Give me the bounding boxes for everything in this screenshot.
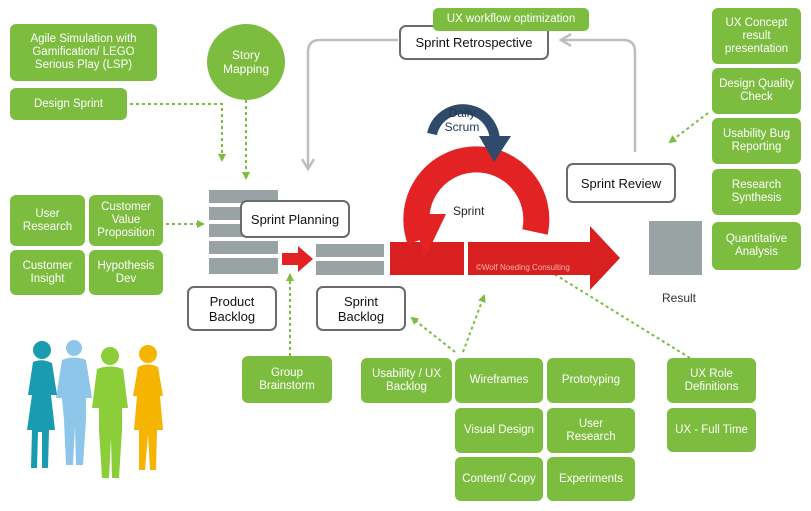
ux-full-time: UX - Full Time	[667, 408, 756, 452]
quantitative-analysis: Quantitative Analysis	[712, 222, 801, 270]
content-copy: Content/ Copy	[455, 457, 543, 501]
user-research-2: User Research	[547, 408, 635, 453]
result-box	[649, 221, 702, 275]
design-quality-check: Design Quality Check	[712, 68, 801, 114]
sprint-cycle	[403, 146, 550, 258]
usability-bug-reporting: Usability Bug Reporting	[712, 118, 801, 164]
hypothesis-dev: Hypothesis Dev	[89, 250, 163, 295]
experiments: Experiments	[547, 457, 635, 501]
usability-ux-backlog: Usability / UX Backlog	[361, 358, 452, 403]
backlog-flow-arrow	[282, 246, 313, 272]
review-to-retro-arrow	[562, 40, 637, 152]
group-brainstorm: Group Brainstorm	[242, 356, 332, 403]
prototyping: Prototyping	[547, 358, 635, 403]
sprint-output-arrow	[468, 226, 620, 290]
connector-design-quality	[668, 112, 709, 144]
sprint-backlog-box: Sprint Backlog	[316, 286, 406, 331]
ux-workflow-optimization: UX workflow optimization	[433, 8, 589, 31]
result-label: Result	[662, 291, 697, 305]
ux-role-definitions: UX Role Definitions	[667, 358, 756, 403]
daily-scrum-cycle	[427, 104, 511, 162]
research-synthesis: Research Synthesis	[712, 169, 801, 215]
connector-wireframes	[462, 294, 486, 353]
connector-design-sprint	[130, 103, 226, 162]
customer-insight: Customer Insight	[10, 250, 85, 295]
design-sprint: Design Sprint	[10, 88, 127, 120]
connector-ux-backlog	[410, 316, 456, 353]
watermark: ©Wolf Noeding Consulting	[476, 263, 570, 272]
user-research: User Research	[10, 195, 85, 246]
sprint-backlog-stack	[316, 244, 384, 275]
ux-concept-presentation: UX Concept result presentation	[712, 8, 801, 64]
sprint-planning-box: Sprint Planning	[240, 200, 350, 238]
sprint-review-box: Sprint Review	[566, 163, 676, 203]
retro-to-planning-arrow	[308, 38, 398, 168]
agile-simulation: Agile Simulation with Gamification/ LEGO…	[10, 24, 157, 81]
visual-design: Visual Design	[455, 408, 543, 453]
sprint-label: Sprint	[453, 204, 485, 218]
product-backlog-box: Product Backlog	[187, 286, 277, 331]
customer-value-proposition: Customer Value Proposition	[89, 195, 163, 246]
team-silhouettes	[27, 340, 163, 478]
story-mapping: Story Mapping	[207, 24, 285, 100]
daily-scrum-label: Daily Scrum	[444, 106, 480, 134]
wireframes: Wireframes	[455, 358, 543, 403]
